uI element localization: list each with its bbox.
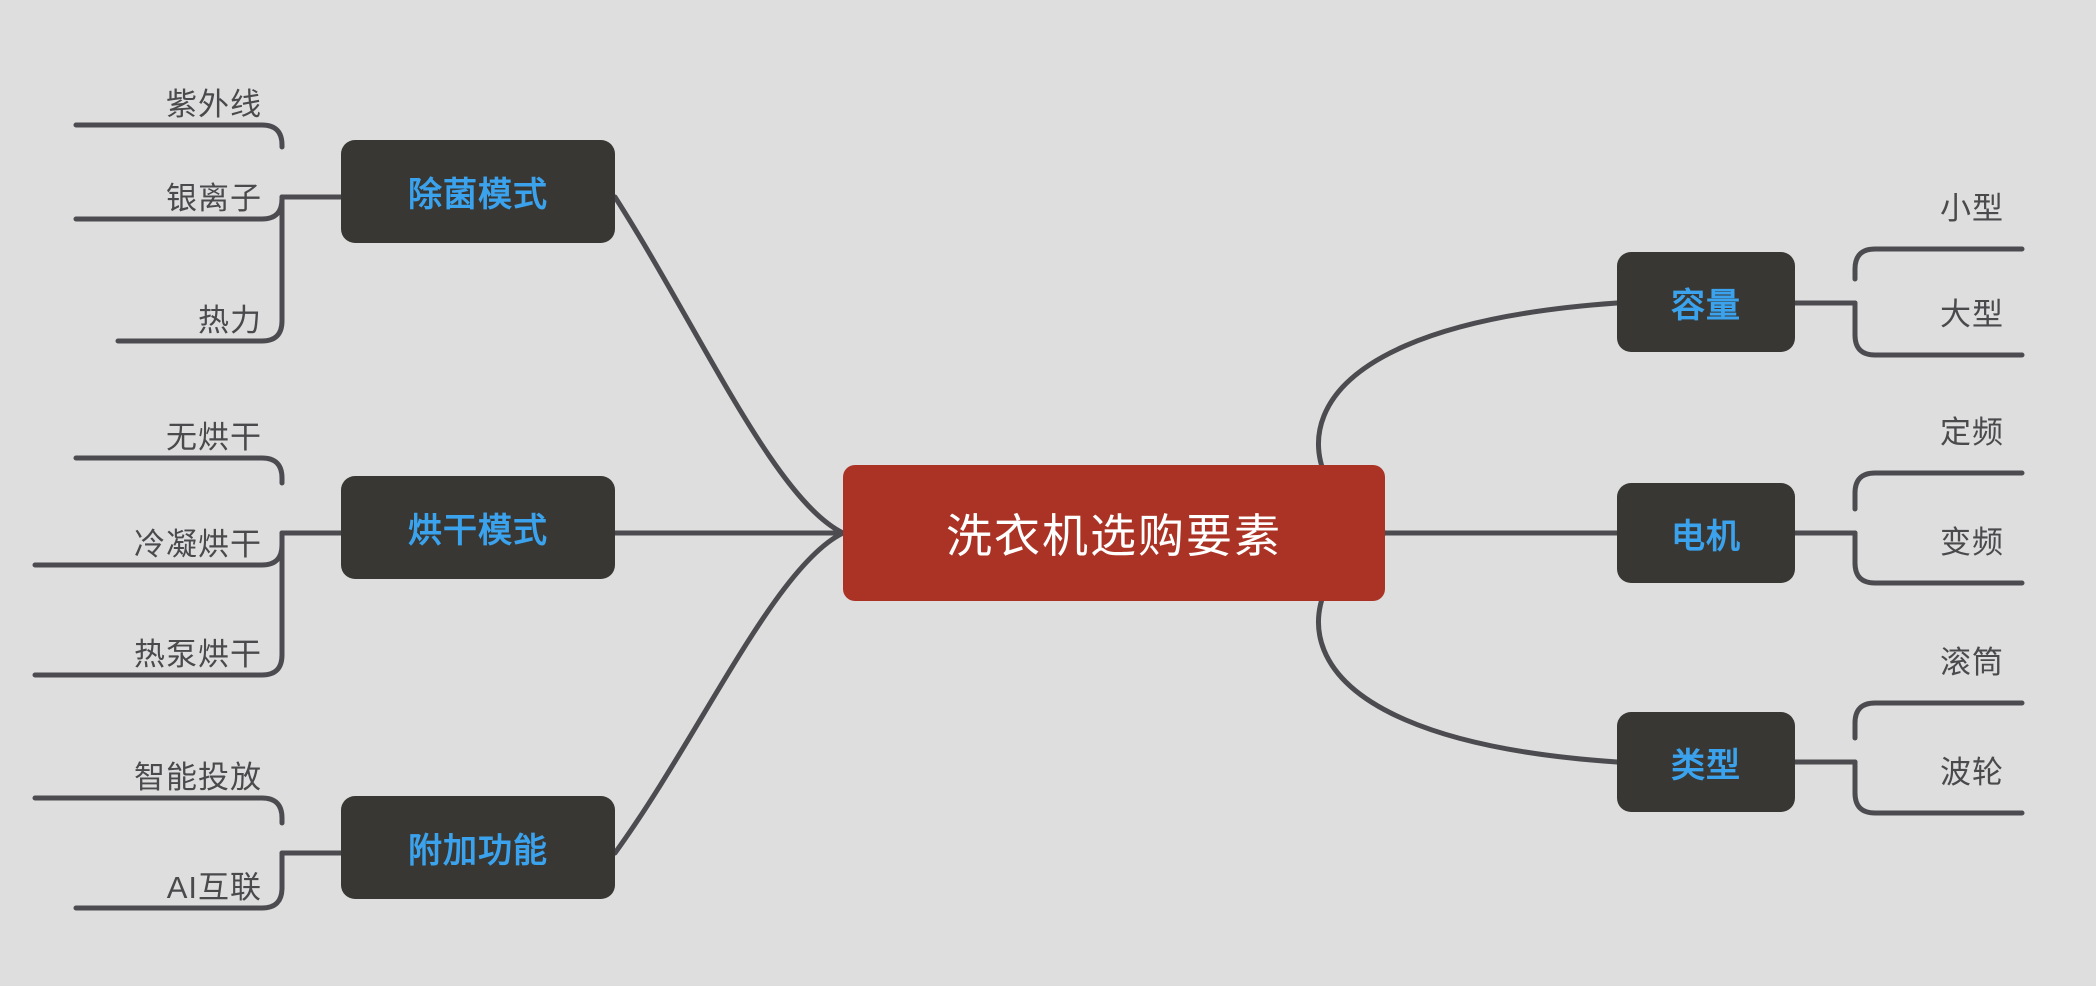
branch-node-type[interactable]: 类型 bbox=[1617, 712, 1795, 812]
branch-node-drying[interactable]: 烘干模式 bbox=[341, 476, 615, 579]
branch-node-capacity[interactable]: 容量 bbox=[1617, 252, 1795, 352]
leaf-label-drying-2[interactable]: 热泵烘干 bbox=[134, 637, 262, 672]
leaf-label-type-1[interactable]: 波轮 bbox=[1940, 755, 2004, 790]
connector-sterilize-leaf-0 bbox=[73, 122, 285, 150]
branch-node-label: 电机 bbox=[1671, 517, 1741, 556]
leaf-label-capacity-1[interactable]: 大型 bbox=[1940, 297, 2004, 332]
leaf-label-drying-0[interactable]: 无烘干 bbox=[166, 420, 262, 455]
connector-drying-leaf-0 bbox=[73, 455, 285, 486]
branch-node-motor[interactable]: 电机 bbox=[1617, 483, 1795, 583]
branch-node-label: 除菌模式 bbox=[408, 176, 548, 214]
branch-node-label: 附加功能 bbox=[408, 832, 548, 870]
leaf-label-motor-1[interactable]: 变频 bbox=[1940, 525, 2004, 560]
connector-motor-leaf-0 bbox=[1852, 470, 2025, 512]
leaf-label-sterilize-2[interactable]: 热力 bbox=[198, 303, 262, 338]
leaf-label-motor-0[interactable]: 定频 bbox=[1940, 415, 2004, 450]
connector-type-leaf-0 bbox=[1852, 700, 2025, 741]
leaf-label-extra-0[interactable]: 智能投放 bbox=[134, 760, 262, 795]
connector-capacity-leaf-0 bbox=[1852, 246, 2025, 282]
center-node-label: 洗衣机选购要素 bbox=[946, 510, 1282, 562]
leaf-label-type-0[interactable]: 滚筒 bbox=[1940, 645, 2004, 680]
branch-node-label: 容量 bbox=[1671, 286, 1741, 325]
branch-node-extra[interactable]: 附加功能 bbox=[341, 796, 615, 899]
connector-extra-leaf-0 bbox=[32, 795, 285, 826]
branch-node-label: 烘干模式 bbox=[408, 512, 548, 550]
leaf-label-drying-1[interactable]: 冷凝烘干 bbox=[134, 527, 262, 562]
connector-center-to-sterilize bbox=[612, 194, 846, 536]
leaf-label-capacity-0[interactable]: 小型 bbox=[1940, 191, 2004, 226]
leaf-label-sterilize-1[interactable]: 银离子 bbox=[166, 181, 262, 216]
branch-node-sterilize[interactable]: 除菌模式 bbox=[341, 140, 615, 243]
branch-node-label: 类型 bbox=[1671, 746, 1741, 785]
leaf-label-sterilize-0[interactable]: 紫外线 bbox=[166, 87, 262, 122]
center-node[interactable]: 洗衣机选购要素 bbox=[843, 465, 1385, 601]
connector-center-to-extra bbox=[612, 530, 846, 856]
leaf-label-extra-1[interactable]: AI互联 bbox=[166, 870, 262, 905]
